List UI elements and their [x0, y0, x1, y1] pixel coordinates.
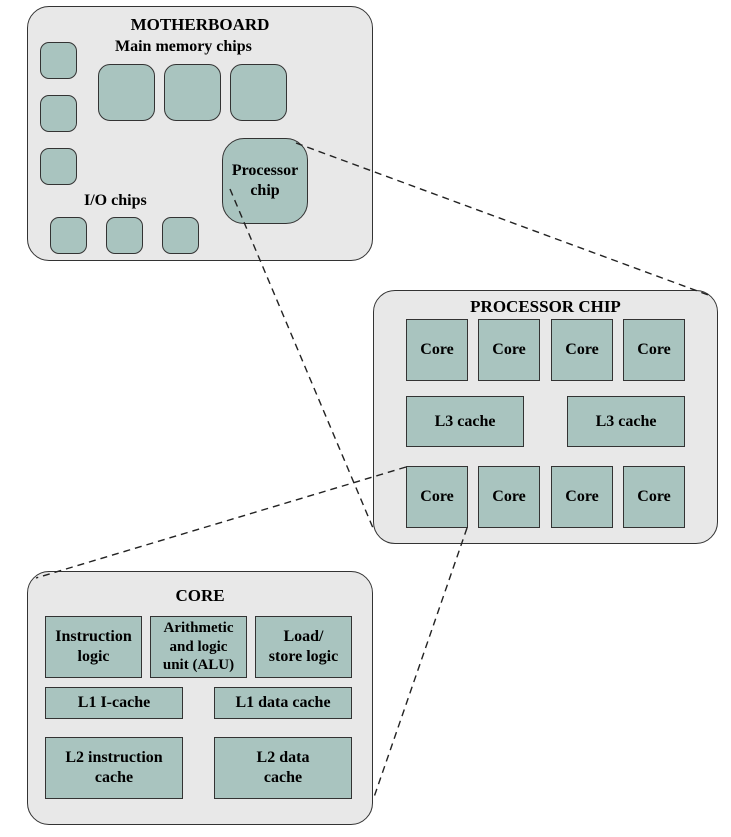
- l2-dcache-block: L2 data cache: [214, 737, 352, 799]
- motherboard-title: MOTHERBOARD: [130, 15, 270, 34]
- l3-cache-left: L3 cache: [406, 396, 524, 447]
- core-block: Core: [478, 319, 540, 381]
- core-block: Core: [551, 466, 613, 528]
- io-chip: [106, 217, 143, 254]
- core-title: CORE: [175, 586, 225, 605]
- l1-dcache-block: L1 data cache: [214, 687, 352, 719]
- l1-icache-block: L1 I-cache: [45, 687, 183, 719]
- processor-chip-title: PROCESSOR CHIP: [470, 297, 621, 316]
- load-store-logic-block: Load/ store logic: [255, 616, 352, 678]
- core-block: Core: [406, 319, 468, 381]
- core-block: Core: [623, 466, 685, 528]
- io-chip: [50, 217, 87, 254]
- motherboard-panel: MOTHERBOARD Main memory chips I/O chips: [27, 6, 373, 261]
- side-chip: [40, 42, 77, 79]
- core-block: Core: [623, 319, 685, 381]
- io-chips-label: I/O chips: [84, 192, 147, 209]
- io-chip: [162, 217, 199, 254]
- alu-block: Arithmetic and logic unit (ALU): [150, 616, 247, 678]
- core-block: Core: [478, 466, 540, 528]
- side-chip: [40, 95, 77, 132]
- core-block: Core: [406, 466, 468, 528]
- connector-line: [372, 527, 468, 801]
- memory-chip: [98, 64, 155, 121]
- processor-chip: Processor chip: [222, 138, 308, 224]
- memory-chip: [230, 64, 287, 121]
- main-memory-label: Main memory chips: [115, 38, 252, 55]
- l2-icache-block: L2 instruction cache: [45, 737, 183, 799]
- connector-line: [35, 466, 407, 579]
- side-chip: [40, 148, 77, 185]
- core-block: Core: [551, 319, 613, 381]
- l3-cache-right: L3 cache: [567, 396, 685, 447]
- instruction-logic-block: Instruction logic: [45, 616, 142, 678]
- memory-chip: [164, 64, 221, 121]
